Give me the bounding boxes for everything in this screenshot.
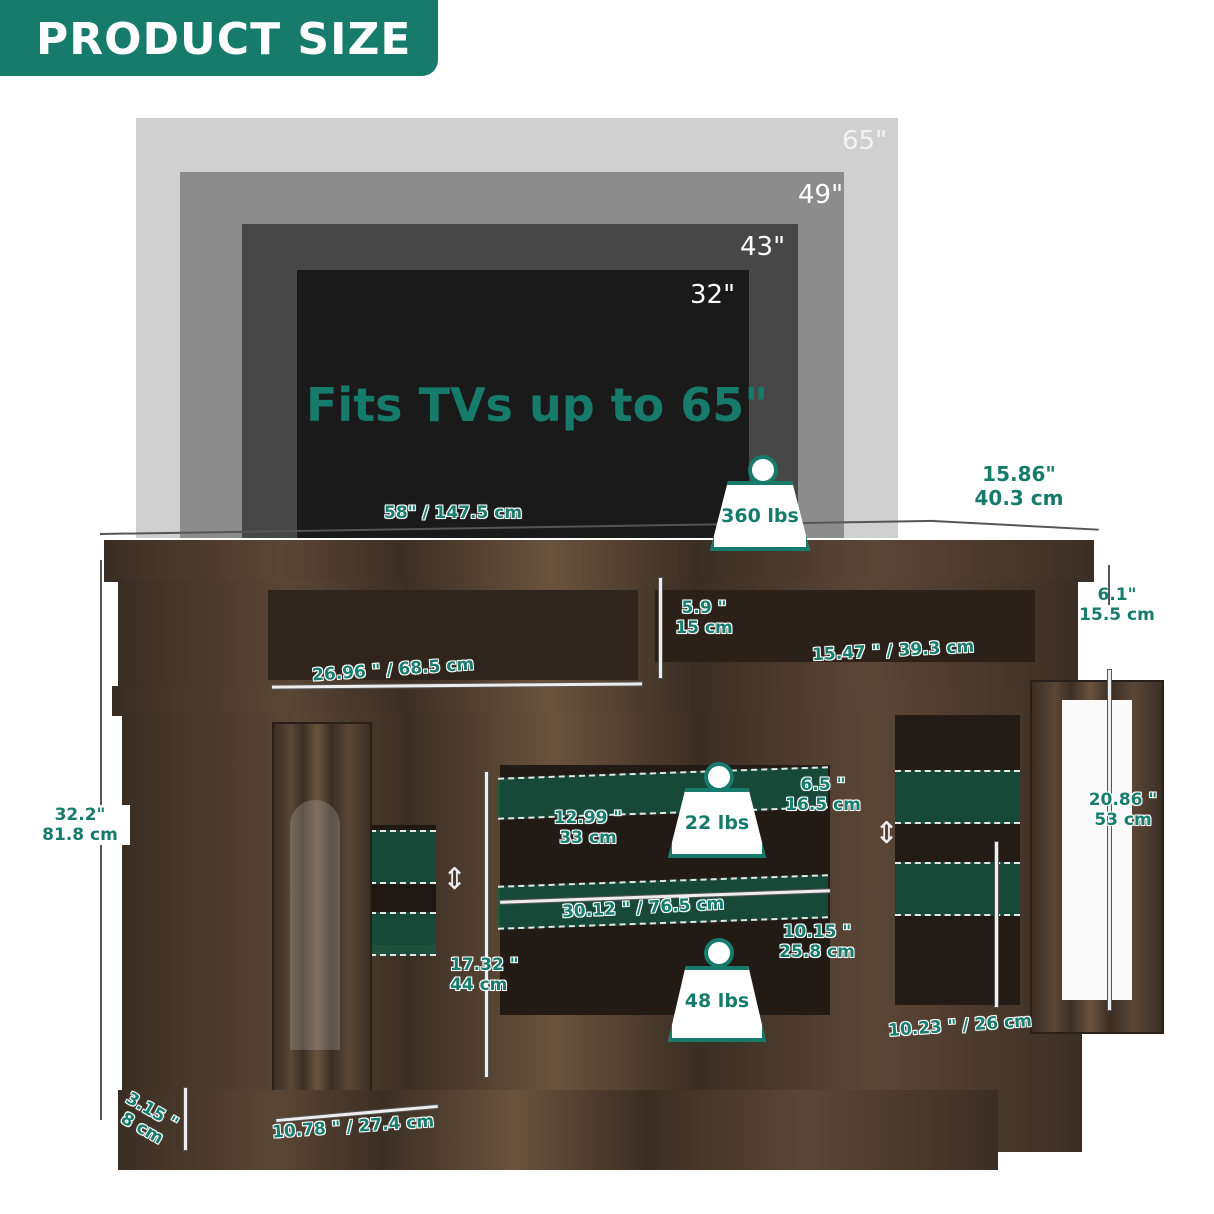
tv-32-outline (297, 270, 749, 538)
right-shelf-highlight-1 (895, 770, 1020, 824)
depth-label: 15.86" 40.3 cm (974, 462, 1064, 510)
weight-360-icon: 360 lbs (710, 455, 810, 551)
center-height-line (485, 772, 488, 1077)
left-shelf-highlight-2 (370, 912, 436, 956)
product-size-banner: PRODUCT SIZE (0, 0, 438, 76)
banner-title: PRODUCT SIZE (36, 14, 412, 65)
tv-stand-top (104, 540, 1094, 582)
adjustable-shelf-arrow-icon: ⇕ (442, 862, 468, 897)
middle-height-label: 6.5 " 16.5 cm (785, 775, 861, 815)
right-cabinet-interior (895, 715, 1020, 1005)
fits-tv-headline: Fits TVs up to 65" (306, 378, 769, 432)
top-shelf-height-line (659, 578, 662, 678)
weight-48-icon: 48 lbs (668, 938, 766, 1043)
base-height-line (184, 1088, 187, 1150)
tv-65-label: 65" (842, 126, 888, 156)
cabinet-height-line (1108, 670, 1111, 1010)
depth-dimension-line (932, 520, 1099, 531)
left-shelf-highlight-1 (370, 830, 436, 884)
tv-49-label: 49" (798, 180, 844, 210)
tv-32-label: 32" (690, 280, 736, 310)
middle-trim (112, 686, 1082, 716)
height-label: 32.2" 81.8 cm (30, 805, 130, 845)
side-top-height-line (1108, 565, 1110, 605)
right-shelf-highlight-2 (895, 862, 1020, 916)
upper-compartment-right (655, 590, 1035, 662)
center-height-label: 17.32 " 44 cm (450, 955, 519, 995)
upper-compartment-left (268, 590, 638, 680)
cabinet-height-label: 20.86 " 53 cm (1088, 790, 1158, 830)
weight-22-icon: 22 lbs (668, 762, 766, 858)
middle-depth-label: 12.99 " 33 cm (553, 808, 623, 848)
side-top-height-label: 6.1" 15.5 cm (1079, 585, 1155, 625)
cabinet-lower-height-line (995, 842, 998, 1007)
left-door-glass-pane (290, 800, 340, 1050)
tv-43-label: 43" (740, 232, 786, 262)
right-door-glass-pane (1062, 700, 1132, 1000)
adjustable-shelf-arrow-icon: ⇕ (874, 816, 900, 851)
width-label: 58" / 147.5 cm (384, 503, 523, 523)
stand-base (118, 1090, 998, 1170)
lower-height-label: 10.15 " 25.8 cm (779, 922, 855, 962)
left-glass-door[interactable] (272, 722, 372, 1094)
top-shelf-height-label: 5.9 " 15 cm (675, 598, 733, 638)
